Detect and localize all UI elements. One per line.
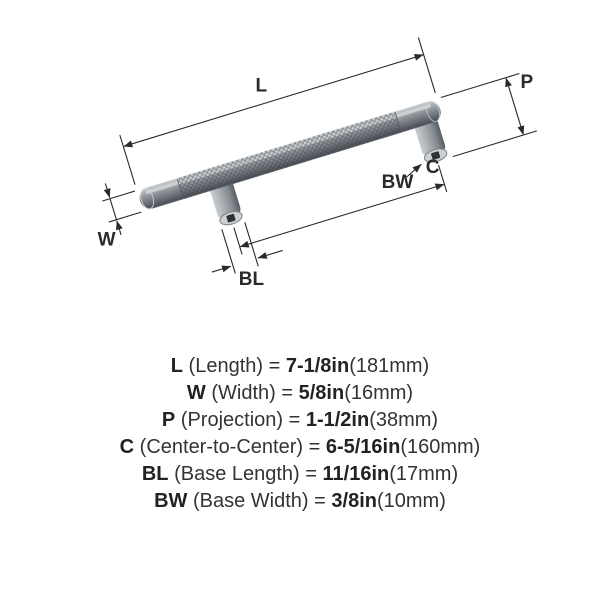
spec-desc: (Base Width) = <box>193 490 326 512</box>
dim-arrow-line <box>239 183 445 248</box>
spec-value: 3/8in <box>331 490 377 512</box>
spec-desc: (Length) = <box>188 355 281 377</box>
spec-key: L <box>170 355 183 377</box>
dimension-lines <box>102 37 538 274</box>
ext-line <box>119 134 136 185</box>
spec-value: 1-1/2in <box>305 409 370 431</box>
spec-key: BL <box>141 463 169 485</box>
label-L: L <box>256 76 268 97</box>
ext-line <box>440 73 520 99</box>
spec-value: 11/16in <box>322 463 390 485</box>
dim-base-width-BW <box>406 163 422 178</box>
spec-metric: (17mm) <box>389 463 459 485</box>
spec-key: C <box>119 436 135 458</box>
bar-end-cap-left <box>140 188 155 210</box>
ext-line <box>452 130 538 158</box>
ext-line <box>244 222 259 267</box>
spec-metric: (10mm) <box>376 490 446 512</box>
spec-line-W: W (Width) = 5/8in(16mm) <box>120 380 481 407</box>
ext-line <box>102 190 136 202</box>
ext-line <box>233 227 243 255</box>
spec-metric: (16mm) <box>344 382 414 404</box>
dim-projection-P <box>440 73 538 158</box>
dim-arrow-line <box>505 77 525 136</box>
spec-line-L: L (Length) = 7-1/8in(181mm) <box>120 353 481 380</box>
dim-arrow-line <box>116 220 123 236</box>
label-W: W <box>98 230 116 251</box>
spec-list: L (Length) = 7-1/8in(181mm) W (Width) = … <box>120 353 481 515</box>
label-BW: BW <box>382 172 414 193</box>
ext-line <box>417 37 436 94</box>
knurl-seam-left <box>176 179 184 199</box>
leader-arrow <box>406 163 422 178</box>
spec-key: P <box>161 409 176 431</box>
spec-line-C: C (Center-to-Center) = 6-5/16in(160mm) <box>120 434 481 461</box>
spec-key: BW <box>154 490 188 512</box>
spec-value: 7-1/8in <box>285 355 350 377</box>
dim-length-L <box>119 37 436 185</box>
dim-arrow-line <box>123 53 424 148</box>
ext-line <box>108 211 142 223</box>
label-C: C <box>426 157 440 178</box>
spec-desc: (Center-to-Center) = <box>139 436 321 458</box>
spec-metric: (181mm) <box>349 355 430 377</box>
dim-center-to-center-C <box>233 164 448 255</box>
spec-line-BW: BW (Base Width) = 3/8in(10mm) <box>120 488 481 515</box>
dim-arrow-line <box>103 183 111 198</box>
label-BL: BL <box>239 269 265 290</box>
knurl-texture <box>176 111 402 200</box>
ext-line <box>221 229 236 274</box>
spec-metric: (160mm) <box>400 436 481 458</box>
handle-diagram: L P BW C W BL <box>98 37 538 290</box>
spec-desc: (Width) = <box>211 382 294 404</box>
spec-desc: (Base Length) = <box>174 463 317 485</box>
left-post-screw-hole <box>226 213 236 223</box>
ext-line <box>438 164 448 193</box>
spec-line-BL: BL (Base Length) = 11/16in(17mm) <box>120 461 481 488</box>
spec-desc: (Projection) = <box>180 409 301 431</box>
dimension-labels: L P BW C W BL <box>98 72 534 290</box>
spec-key: W <box>186 382 206 404</box>
dim-line <box>109 198 117 220</box>
label-P: P <box>521 72 534 93</box>
spec-line-P: P (Projection) = 1-1/2in(38mm) <box>120 407 481 434</box>
dim-arrow-line <box>211 265 232 273</box>
spec-metric: (38mm) <box>369 409 439 431</box>
bar-end-cap-right <box>426 100 441 122</box>
dim-base-length-BL <box>211 222 283 274</box>
dim-arrow-line <box>257 249 283 259</box>
dim-width-W <box>102 183 142 236</box>
spec-value: 6-5/16in <box>325 436 401 458</box>
spec-value: 5/8in <box>298 382 345 404</box>
right-post-screw-hole <box>431 151 441 160</box>
